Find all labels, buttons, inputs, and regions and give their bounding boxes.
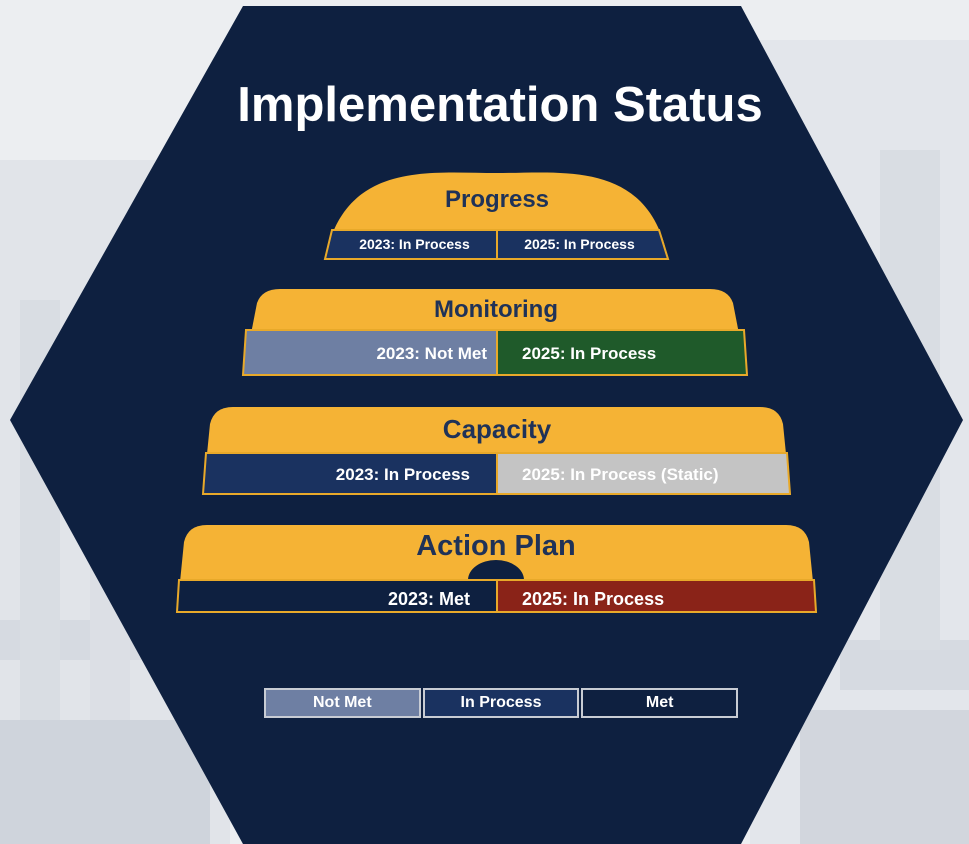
- progress-2023-label: 2023: In Process: [359, 236, 470, 252]
- action-plan-center-dome: [468, 560, 524, 580]
- capacity-tier: [201, 407, 792, 495]
- action-plan-2025-label: 2025: In Process: [522, 589, 665, 609]
- monitoring-2023-label: 2023: Not Met: [376, 344, 487, 363]
- status-legend: Not Met In Process Met: [264, 688, 739, 718]
- monitoring-2025-label: 2025: In Process: [522, 344, 657, 363]
- capacity-heading: Capacity: [442, 414, 552, 444]
- monitoring-heading: Monitoring: [434, 296, 558, 323]
- capacity-right-segment: [496, 452, 792, 495]
- capacity-2025-label: 2025: In Process (Static): [522, 465, 719, 484]
- progress-heading: Progress: [444, 186, 550, 213]
- progress-right-segment: [496, 229, 670, 260]
- monitoring-tier: [241, 289, 749, 376]
- legend-in-process: In Process: [422, 688, 580, 718]
- monitoring-right-segment: [496, 329, 749, 376]
- action-plan-heading: Action Plan: [416, 530, 576, 562]
- legend-met: Met: [581, 688, 739, 718]
- action-plan-right-segment: [496, 579, 818, 613]
- action-plan-tier: [175, 525, 818, 613]
- legend-not-met: Not Met: [264, 688, 421, 718]
- capacity-2023-label: 2023: In Process: [335, 465, 470, 484]
- progress-2025-label: 2025: In Process: [524, 236, 635, 252]
- action-plan-2023-label: 2023: Met: [387, 589, 470, 609]
- page-title: Implementation Status: [237, 78, 763, 132]
- progress-tier: [323, 172, 670, 260]
